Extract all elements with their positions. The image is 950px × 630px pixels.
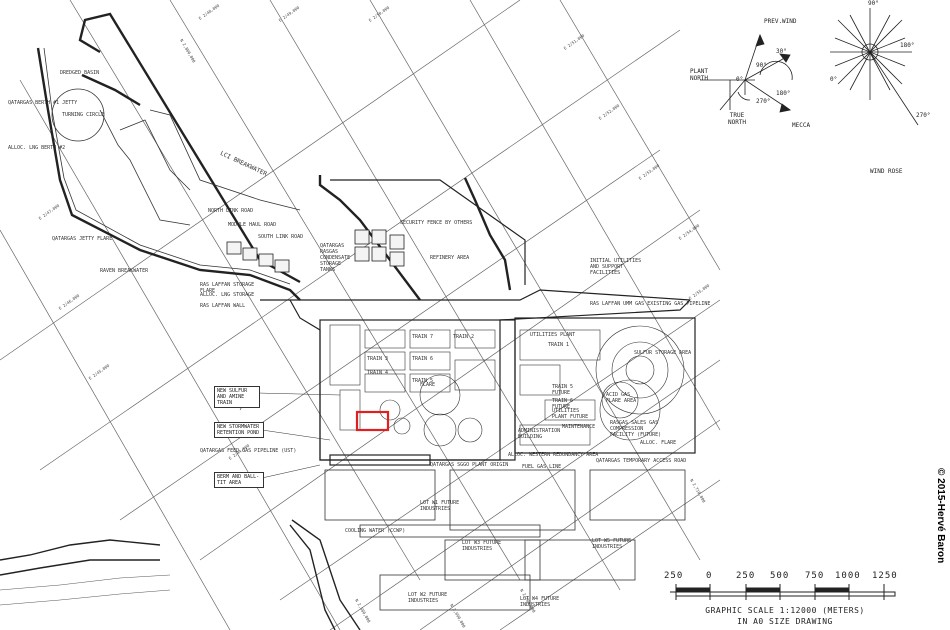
- label-sulfur-area: SULFUR STORAGE AREA: [634, 350, 692, 356]
- label-berth1: QATARGAS BERTH #1 JETTY: [8, 100, 78, 106]
- scale-caption-1: GRAPHIC SCALE 1:12000 (METERS): [705, 606, 865, 615]
- lower-lots: [324, 469, 686, 611]
- windrose-deg-0: 0°: [830, 76, 838, 83]
- label-north-link-road: NORTH LINK ROAD: [208, 208, 254, 214]
- scale-tick-2: 250: [736, 571, 756, 581]
- label-temp-access: QATARGAS TEMPORARY ACCESS ROAD: [596, 458, 687, 464]
- label-raven-breakwater: RAVEN BREAKWATER: [100, 268, 149, 274]
- label-train1: TRAIN 1: [548, 342, 570, 348]
- compass-deg-90: 90°: [756, 62, 767, 69]
- svg-text:E 2/48,000: E 2/48,000: [198, 3, 221, 21]
- label-acid-gas-flare: ACID GAS FLARE AREA: [606, 392, 637, 404]
- label-fuel-gas-line: FUEL GAS LINE: [522, 464, 562, 470]
- plant-details: [329, 324, 685, 447]
- svg-text:E 2/46,000: E 2/46,000: [58, 293, 81, 311]
- compass-angle: 30°: [776, 48, 787, 55]
- compass-prev-wind: PREV.WIND: [764, 18, 797, 25]
- label-maintenance: MAINTENANCE: [562, 424, 596, 430]
- label-rasgas-compression: RASGAS SALES GAS COMPRESSION FACILITY (F…: [610, 420, 662, 438]
- svg-text:E 2/50,000: E 2/50,000: [368, 5, 391, 23]
- callout-new-sulfur: NEW SULFUR AND AMINE TRAIN: [214, 386, 260, 408]
- label-south-link-road: SOUTH LINK ROAD: [258, 234, 304, 240]
- label-lot-w1: LOT W1 FUTURE INDUSTRIES: [420, 500, 460, 512]
- svg-text:E 2/53,000: E 2/53,000: [638, 163, 661, 181]
- label-train7: TRAIN 7: [412, 334, 434, 340]
- grid-coordinates: E 2/48,000 E 2/49,000 E 2/50,000 E 2/51,…: [38, 3, 711, 629]
- scale-tick-5: 1000: [835, 571, 861, 581]
- label-flare: FLARE: [420, 382, 436, 388]
- label-dredged-basin: DREDGED BASIN: [60, 70, 100, 76]
- label-train6: TRAIN 6: [412, 356, 434, 362]
- label-lot-w4: LOT W4 FUTURE INDUSTRIES: [520, 596, 560, 608]
- svg-text:N 2,800,000: N 2,800,000: [179, 38, 197, 64]
- callout-new-stormwater: NEW STORMWATER RETENTION POND: [214, 422, 264, 438]
- label-alloc-western: ALLOC. WESTERN REDUNDANCY AREA: [508, 452, 599, 458]
- svg-text:E 2/45,000: E 2/45,000: [88, 363, 111, 381]
- wind-rose-diagram: [830, 8, 919, 126]
- label-lot-w3: LOT W3 FUTURE INDUSTRIES: [462, 540, 502, 552]
- compass-diagram: [700, 33, 793, 113]
- windrose-deg-270: 270°: [916, 112, 931, 119]
- label-train6-future: TRAIN 6 FUTURE: [552, 398, 574, 410]
- svg-text:E 2/49,000: E 2/49,000: [278, 5, 301, 23]
- label-ras-laffan-pipeline: RAS LAFFAN UMM GAS EXISTING GAS PIPELINE: [590, 301, 711, 307]
- shoreline: [0, 519, 361, 630]
- label-utilities-plant: UTILITIES PLANT: [530, 332, 576, 338]
- label-train4: TRAIN 4: [367, 370, 389, 376]
- scale-tick-0: 250: [664, 571, 684, 581]
- windrose-title: WIND ROSE: [870, 168, 903, 175]
- scale-tick-6: 1250: [872, 571, 898, 581]
- svg-text:E 2/47,000: E 2/47,000: [38, 203, 61, 221]
- svg-text:E 2/51,000: E 2/51,000: [563, 33, 586, 51]
- label-train5-future: TRAIN 5 FUTURE: [552, 384, 574, 396]
- label-administration: ADMINISTRATION BUILDING: [518, 428, 561, 440]
- compass-deg-180: 180°: [776, 90, 791, 97]
- label-ras-laffan-wall: RAS LAFFAN WALL: [200, 303, 246, 309]
- compass-true-north: TRUE NORTH: [727, 112, 747, 126]
- label-utilities-future: UTILITIES PLANT FUTURE: [552, 408, 589, 420]
- scale-caption-2: IN A0 SIZE DRAWING: [737, 617, 833, 626]
- scale-tick-3: 500: [770, 571, 790, 581]
- label-alloc-lng-storage: ALLOC. LNG STORAGE: [200, 292, 255, 298]
- svg-text:E 2/52,000: E 2/52,000: [598, 103, 621, 121]
- compass-deg-0: 0°: [736, 76, 744, 83]
- label-berth2: ALLOC. LNG BERTH #2: [8, 145, 66, 151]
- compass-mecca: MECCA: [792, 122, 811, 129]
- label-ral-flare: RAS LAFFAN STORAGE FLARE: [200, 282, 255, 294]
- label-lot-w5: LOT W5 FUTURE INDUSTRIES: [592, 538, 632, 550]
- scale-tick-1: 0: [706, 571, 713, 581]
- copyright-text: © 2015-Hervé Baron: [935, 468, 946, 564]
- label-refinery-area: REFINERY AREA: [430, 255, 470, 261]
- scale-bar: [670, 584, 896, 600]
- svg-text:N 2,680,000: N 2,680,000: [354, 598, 372, 624]
- windrose-deg-90: 90°: [868, 0, 879, 7]
- label-ocean-outfall: QATARGAS FEED GAS PIPELINE (UST): [200, 448, 297, 454]
- callout-berm: BERM AND BALL-TIT AREA: [214, 472, 264, 488]
- svg-text:N 2,690,000: N 2,690,000: [449, 603, 467, 629]
- copyright-notice: © 2015-Hervé Baron: [934, 468, 948, 608]
- windrose-deg-180: 180°: [900, 42, 915, 49]
- label-security-fence: SECURITY FENCE BY OTHERS: [400, 220, 473, 226]
- label-module-haul-road: MODULE HAUL ROAD: [228, 222, 277, 228]
- highlight-box: [355, 410, 390, 432]
- label-feed-gas-plant: QATARGAS SGGO PLANT ORIGIN: [430, 462, 509, 468]
- label-alloc-flare: ALLOC. FLARE: [640, 440, 677, 446]
- svg-text:E 2/55,000: E 2/55,000: [688, 283, 711, 301]
- label-lot-w2: LOT W2 FUTURE INDUSTRIES: [408, 592, 448, 604]
- plant-boundary: [260, 179, 696, 466]
- compass-plant-north: PLANT NORTH: [689, 68, 709, 82]
- label-cooling-water: COOLING WATER (CCWP): [345, 528, 406, 534]
- scale-tick-4: 750: [805, 571, 825, 581]
- condensate-tanks: [226, 229, 405, 273]
- label-train2: TRAIN 2: [453, 334, 475, 340]
- label-train3: TRAIN 3: [367, 356, 389, 362]
- label-turning-circle: TURNING CIRCLE: [62, 112, 105, 118]
- label-rasgas-condensate: QATARGAS RASGAS CONDENSATE STORAGE TANKS: [320, 243, 351, 273]
- label-initial-utilities: INITIAL UTILITIES AND SUPPORT FACILITIES: [590, 258, 642, 276]
- label-jetty-flare: QATARGAS JETTY FLARE: [52, 236, 113, 242]
- compass-deg-270: 270°: [756, 98, 771, 105]
- label-train5: TRAIN 5: [412, 378, 434, 384]
